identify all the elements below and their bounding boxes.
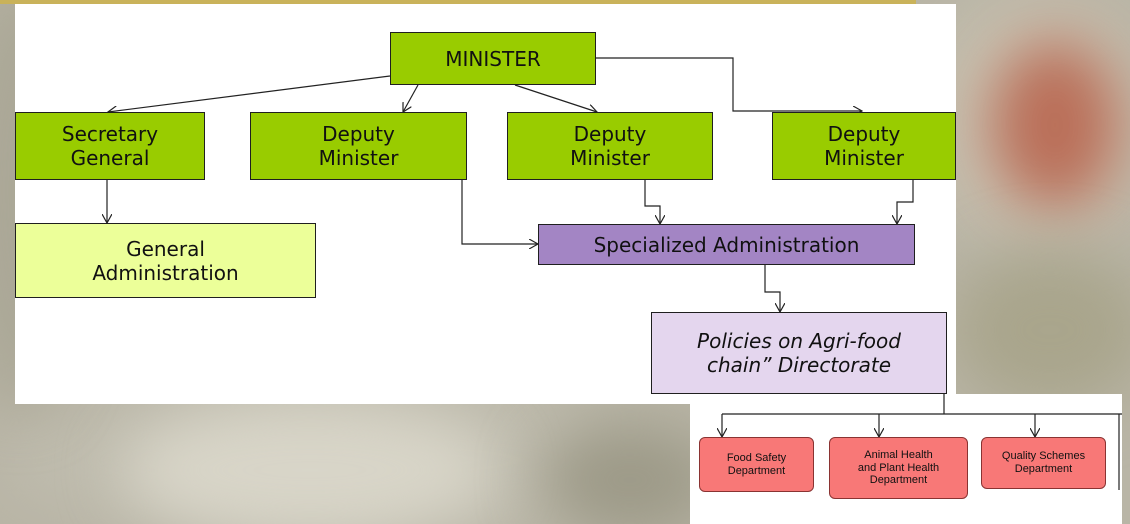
secretary-general-label: Secretary General (61, 122, 159, 170)
food-safety-department-box: Food Safety Department (699, 437, 814, 492)
directorate-box: Policies on Agri-food chain” Directorate (651, 312, 947, 394)
quality-schemes-department-label: Quality Schemes Department (1001, 450, 1086, 475)
deputy-minister-box-3: Deputy Minister (772, 112, 956, 180)
general-administration-label: General Administration (92, 236, 239, 285)
specialized-administration-label: Specialized Administration (593, 232, 860, 257)
arrow-deputy-2-specialized (644, 180, 660, 224)
deputy-minister-box-2: Deputy Minister (507, 112, 713, 180)
minister-box: MINISTER (390, 32, 596, 85)
general-administration-box: General Administration (15, 223, 316, 298)
arrow-minister-deputy-1 (403, 84, 419, 112)
arrow-minister-deputy-2 (514, 84, 597, 112)
arrow-minister-secretary (108, 75, 391, 112)
animal-plant-health-department-label: Animal Health and Plant Health Departmen… (857, 449, 940, 487)
deputy-minister-label-1: Deputy Minister (318, 122, 399, 170)
directorate-label: Policies on Agri-food chain” Directorate (697, 329, 901, 377)
arrow-deputy-1-specialized (461, 180, 538, 244)
animal-plant-health-department-box: Animal Health and Plant Health Departmen… (829, 437, 968, 499)
deputy-minister-label-2: Deputy Minister (570, 122, 650, 170)
arrow-deputy-3-specialized (897, 180, 914, 224)
deputy-minister-box-1: Deputy Minister (250, 112, 467, 180)
food-safety-department-label: Food Safety Department (726, 451, 787, 477)
deputy-minister-label-3: Deputy Minister (824, 122, 904, 170)
arrow-minister-deputy-3 (596, 57, 862, 111)
specialized-administration-box: Specialized Administration (538, 224, 915, 265)
minister-label: MINISTER (445, 46, 541, 71)
top-accent-line (0, 0, 916, 4)
secretary-general-box: Secretary General (15, 112, 205, 180)
arrow-specialized-directorate (764, 265, 780, 312)
quality-schemes-department-box: Quality Schemes Department (981, 437, 1106, 489)
